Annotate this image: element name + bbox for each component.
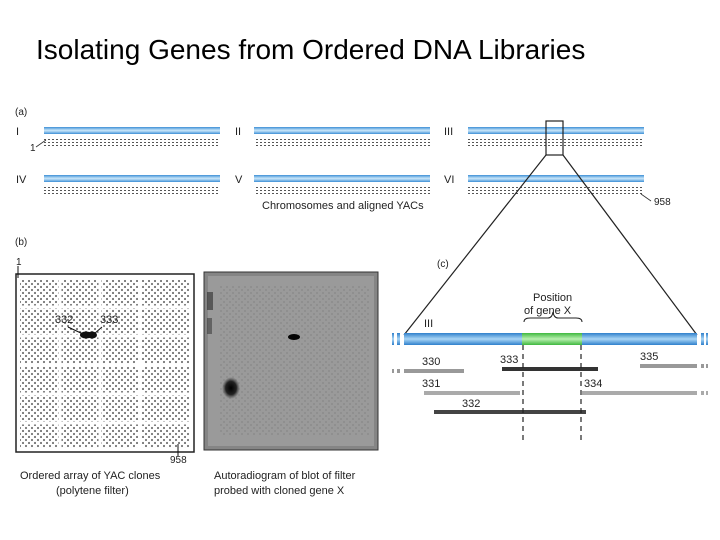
- yac-segment-333: [502, 367, 598, 371]
- autoradiogram-signal: [288, 334, 300, 340]
- yac-first-pointer: [35, 139, 47, 148]
- autoradiogram: [203, 271, 379, 451]
- array-corner-last-label: 958: [170, 455, 187, 466]
- panel-b-label: (b): [15, 237, 28, 248]
- yac-array-filter: [15, 266, 195, 456]
- yac-label-335: 335: [640, 351, 659, 363]
- chromosome-III-detail: [392, 311, 708, 345]
- chromosome-VI: [468, 175, 644, 195]
- zoom-line-right: [562, 154, 698, 336]
- chromosome-IV: [44, 175, 220, 195]
- array-caption-line1: Ordered array of YAC clones: [20, 470, 161, 482]
- gene-position-line1: Position: [533, 292, 573, 304]
- clone-label-332: 332: [55, 314, 74, 326]
- zoom-line-left: [403, 154, 547, 336]
- chromosome-label-III: III: [444, 126, 454, 138]
- chromosome-label-V: V: [235, 174, 243, 186]
- panel-a-label: (a): [15, 107, 28, 118]
- yac-segment-332: [434, 410, 586, 414]
- gene-position-line2: of gene X: [524, 305, 572, 317]
- chromosome-label-IV: IV: [16, 174, 27, 186]
- yac-segment-330: [392, 369, 464, 373]
- chromosome-label-VI: VI: [444, 174, 455, 186]
- autoradiogram-caption-line2: probed with cloned gene X: [214, 485, 345, 497]
- chromosome-III: [468, 120, 644, 156]
- pointer-333: [93, 326, 103, 335]
- yac-last-label: 958: [654, 197, 671, 208]
- zoom-region-box: [545, 120, 564, 156]
- yac-segment-334: [582, 391, 708, 395]
- yac-label-330: 330: [422, 356, 441, 368]
- array-caption-line2: (polytene filter): [56, 485, 129, 497]
- panel-a-caption: Chromosomes and aligned YACs: [262, 200, 424, 212]
- yac-label-331: 331: [422, 378, 441, 390]
- array-corner-first-label: 1: [16, 257, 22, 268]
- chromosome-II: [254, 127, 430, 147]
- chromosome-label-II: II: [235, 126, 242, 138]
- yac-first-label: 1: [30, 143, 36, 154]
- chromosome-III-detail-label: III: [424, 318, 434, 330]
- yac-segment-331: [424, 391, 520, 395]
- yac-label-333: 333: [500, 354, 519, 366]
- chromosome-I: [44, 127, 220, 147]
- autoradiogram-caption-line1: Autoradiogram of blot of filter: [214, 470, 356, 482]
- gene-x-region: [522, 333, 582, 345]
- chromosome-V: [254, 175, 430, 195]
- panel-c-label: (c): [437, 259, 449, 270]
- chromosome-label-I: I: [16, 126, 20, 138]
- yac-last-pointer: [640, 193, 652, 202]
- autoradiogram-smudge: [222, 377, 240, 399]
- clone-label-333: 333: [100, 314, 119, 326]
- gene-position-brace: [523, 311, 583, 323]
- pointer-332: [67, 326, 84, 335]
- yac-label-332: 332: [462, 398, 481, 410]
- yac-segment-335: [640, 364, 708, 368]
- yac-label-334: 334: [584, 378, 603, 390]
- slide-title: Isolating Genes from Ordered DNA Librari…: [36, 34, 586, 65]
